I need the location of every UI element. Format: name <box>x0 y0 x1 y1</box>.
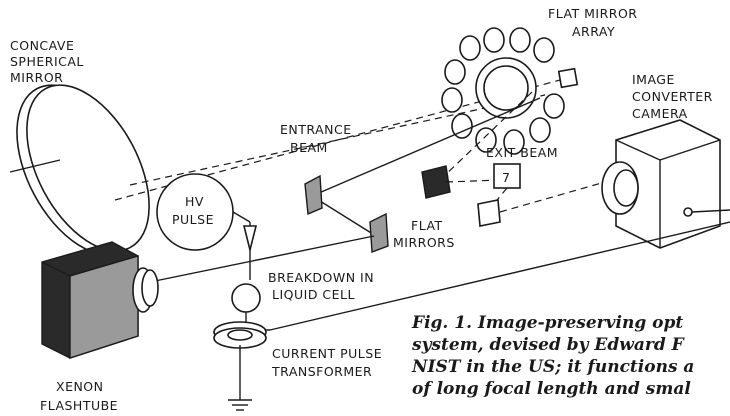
svg-text:MIRROR: MIRROR <box>10 70 63 85</box>
label-image-converter-camera: IMAGE CONVERTER CAMERA <box>632 72 713 121</box>
svg-text:CAMERA: CAMERA <box>632 106 688 121</box>
svg-text:CURRENT PULSE: CURRENT PULSE <box>272 346 382 361</box>
svg-text:Fig. 1. Image-preserving opt: Fig. 1. Image-preserving opt <box>411 313 683 333</box>
mirror-number: 7 <box>502 170 510 185</box>
label-flat-mirrors: FLAT MIRRORS <box>393 218 455 250</box>
svg-text:IMAGE: IMAGE <box>632 72 675 87</box>
liquid-cell <box>231 262 261 322</box>
svg-text:FLAT: FLAT <box>411 218 443 233</box>
image-converter-camera <box>601 119 730 249</box>
label-concave-mirror: CONCAVE SPHERICAL MIRROR <box>10 38 84 85</box>
label-breakdown: BREAKDOWN IN LIQUID CELL <box>268 270 374 302</box>
label-current-pulse-transformer: CURRENT PULSE TRANSFORMER <box>271 346 382 379</box>
entrance-beam-path <box>304 97 541 237</box>
svg-text:NIST in the US; it functions a: NIST in the US; it functions a <box>411 357 694 377</box>
label-flat-mirror-array: FLAT MIRROR ARRAY <box>548 6 638 39</box>
label-entrance-beam: ENTRANCE BEAM <box>280 122 352 155</box>
label-xenon-flashtube: XENON FLASHTUBE <box>40 379 118 413</box>
svg-text:ARRAY: ARRAY <box>572 24 615 39</box>
svg-text:ENTRANCE: ENTRANCE <box>280 122 352 137</box>
svg-text:FLAT MIRROR: FLAT MIRROR <box>548 6 638 21</box>
svg-text:XENON: XENON <box>56 379 104 394</box>
label-hv-pulse: HV PULSE <box>172 194 214 227</box>
hv-pulse-unit <box>156 173 258 262</box>
flat-mirror-array <box>441 27 579 155</box>
label-exit-beam: EXIT BEAM <box>486 145 558 160</box>
svg-text:of long focal length and smal: of long focal length and smal <box>412 379 691 399</box>
svg-text:MIRRORS: MIRRORS <box>393 235 455 250</box>
svg-text:HV: HV <box>185 194 204 209</box>
flat-mirror-lower <box>149 212 389 283</box>
svg-text:system, devised by Edward F: system, devised by Edward F <box>411 335 686 355</box>
concave-spherical-mirror <box>9 84 150 256</box>
svg-text:BEAM: BEAM <box>290 140 328 155</box>
exit-beam-mirrors: 7 <box>421 91 613 227</box>
current-pulse-transformer <box>213 321 267 411</box>
svg-text:CONVERTER: CONVERTER <box>632 89 713 104</box>
svg-text:CONCAVE: CONCAVE <box>10 38 74 53</box>
svg-text:BREAKDOWN IN: BREAKDOWN IN <box>268 270 374 285</box>
svg-text:LIQUID CELL: LIQUID CELL <box>272 287 355 302</box>
svg-text:SPHERICAL: SPHERICAL <box>10 54 84 69</box>
svg-text:PULSE: PULSE <box>172 212 214 227</box>
svg-text:TRANSFORMER: TRANSFORMER <box>271 364 372 379</box>
figure-caption: Fig. 1. Image-preserving opt system, dev… <box>411 313 694 399</box>
svg-text:FLASHTUBE: FLASHTUBE <box>40 398 118 413</box>
xenon-flashtube <box>41 241 159 359</box>
